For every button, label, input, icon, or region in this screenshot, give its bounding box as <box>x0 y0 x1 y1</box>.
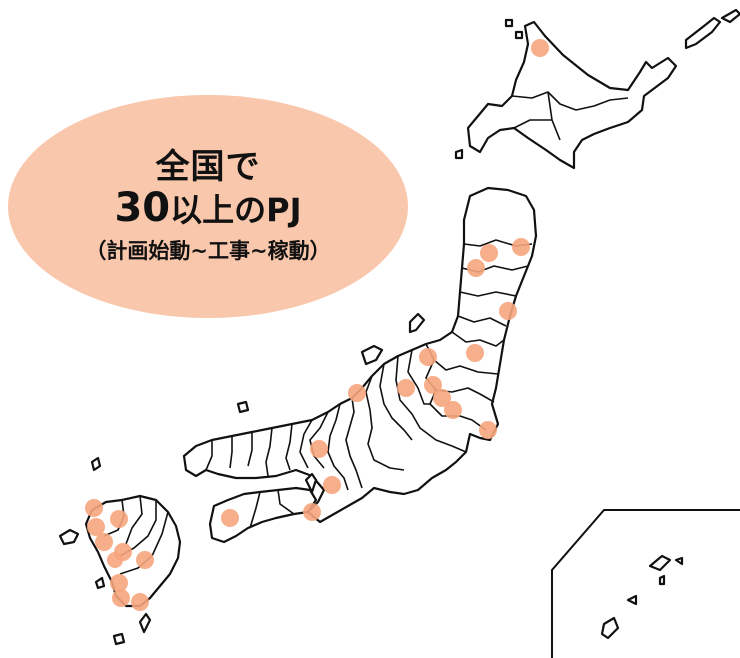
okinawa-island-5 <box>658 574 666 586</box>
project-marker <box>87 518 105 536</box>
yakushima-island <box>112 632 126 646</box>
project-marker <box>424 376 442 394</box>
noto-peninsula <box>360 344 384 366</box>
project-marker <box>467 259 485 277</box>
project-marker <box>85 499 103 517</box>
shikoku-prefecture-borders <box>249 489 295 529</box>
rebun-island <box>514 30 524 40</box>
okinawa-island-1 <box>648 554 672 572</box>
project-marker <box>348 384 366 402</box>
project-marker <box>444 401 462 419</box>
hokkaido-subprefecture-borders <box>511 91 629 141</box>
project-marker <box>310 440 328 458</box>
project-count-number: 30 <box>114 185 171 231</box>
rishiri-island <box>504 18 514 28</box>
project-marker <box>110 574 128 592</box>
okinawa-inset-frame <box>551 509 740 658</box>
project-marker <box>433 389 451 407</box>
project-count-suffix: 以上のPJ <box>170 191 302 229</box>
hokkaido <box>466 20 678 170</box>
project-marker <box>480 244 498 262</box>
project-marker <box>512 238 530 256</box>
tanegashima-island <box>138 612 152 634</box>
oki-islands <box>236 400 250 414</box>
shikoku <box>208 486 318 544</box>
project-marker <box>323 476 341 494</box>
amami-small-island <box>94 576 106 590</box>
project-marker <box>419 348 437 366</box>
project-marker <box>499 302 517 320</box>
okinawa-island-2 <box>626 594 638 606</box>
kunashiri-island <box>684 16 722 50</box>
callout-line-1: 全国で <box>155 147 261 187</box>
project-markers <box>85 39 549 611</box>
kyushu <box>84 494 182 608</box>
project-marker <box>95 533 113 551</box>
goto-islands <box>58 528 80 546</box>
okinawa-island-3 <box>600 616 620 640</box>
awaji-island <box>304 472 318 494</box>
project-marker <box>397 379 415 397</box>
callout-line-3: （計画始動~工事~稼動） <box>85 239 331 263</box>
okushiri-island <box>454 148 464 160</box>
project-marker <box>112 589 130 607</box>
etorofu-island <box>720 8 740 24</box>
sado-island <box>408 312 426 334</box>
project-marker <box>107 552 123 568</box>
project-marker <box>131 593 149 611</box>
callout-line-2: 30以上のPJ <box>8 185 408 231</box>
project-marker <box>221 509 239 527</box>
project-marker <box>531 39 549 57</box>
project-marker <box>466 344 484 362</box>
project-marker <box>136 551 154 569</box>
project-marker <box>110 510 128 528</box>
okinawa-island-4 <box>674 556 684 566</box>
project-marker <box>303 503 321 521</box>
tsushima-island <box>90 456 102 472</box>
project-count-callout: 全国で 30以上のPJ （計画始動~工事~稼動） <box>8 95 408 318</box>
project-marker <box>479 421 497 439</box>
